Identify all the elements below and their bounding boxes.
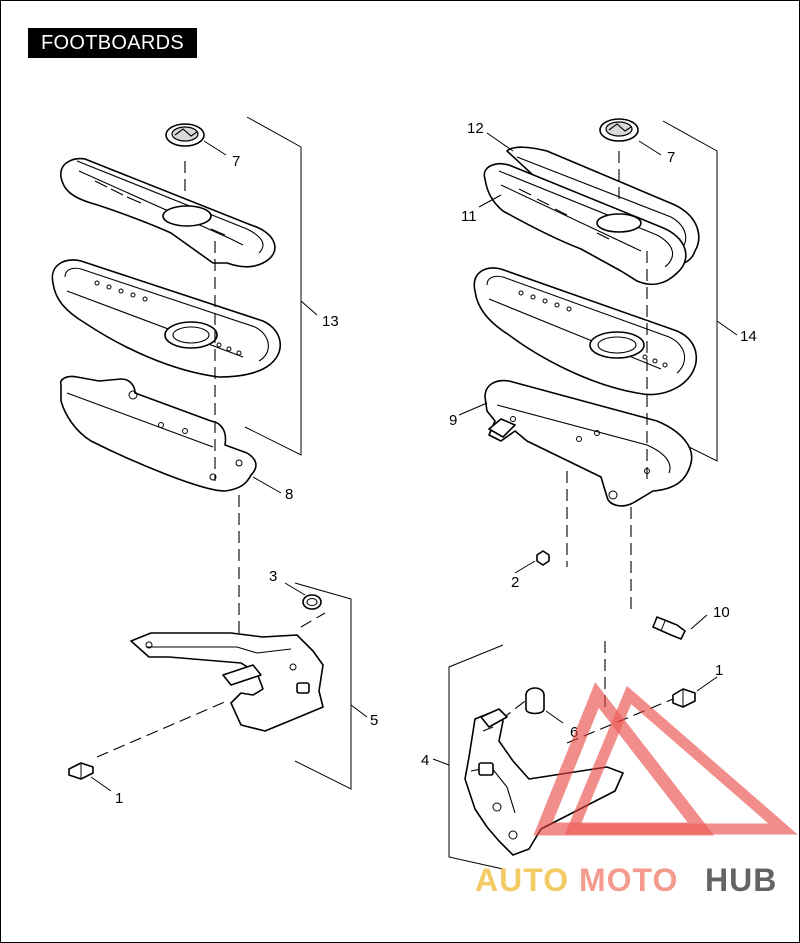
leader-1-right (696, 676, 718, 692)
right-footboard-lower-pad (473, 267, 698, 396)
right-bushing (525, 687, 545, 715)
callout-10: 10 (713, 604, 730, 621)
leader-4 (432, 758, 450, 766)
leader-1-left (90, 776, 112, 792)
right-footboard-assembly (432, 118, 738, 870)
left-footboard-assembly (51, 116, 368, 792)
leader-11 (478, 194, 502, 208)
leader-8 (252, 476, 282, 494)
group-14-bracket (660, 120, 718, 462)
right-footboard-base-plate (484, 379, 693, 507)
callout-14: 14 (740, 328, 757, 345)
callout-13: 13 (322, 313, 339, 330)
leader-7-right (638, 140, 662, 156)
callout-12: 12 (467, 120, 484, 137)
left-retaining-ring (302, 594, 322, 610)
right-emblem-part (599, 118, 639, 142)
leader-7-left (203, 140, 227, 156)
leader-12 (486, 132, 514, 152)
left-mounting-bolt (68, 762, 94, 780)
callout-6: 6 (570, 724, 578, 741)
left-clip-dashline (300, 612, 326, 628)
callout-9: 9 (449, 412, 457, 429)
callout-11: 11 (461, 208, 477, 225)
callout-2: 2 (511, 574, 519, 591)
right-footboard-top-pad (483, 163, 687, 286)
watermark-moto-text: MOTO (579, 862, 678, 898)
watermark: AUTO MOTO HUB (475, 682, 798, 898)
callout-1-left: 1 (115, 790, 123, 807)
callout-labels: 7 13 8 3 5 1 7 12 11 14 9 2 10 1 6 4 (115, 120, 757, 807)
leader-6 (545, 710, 564, 724)
watermark-auto-text: AUTO (475, 862, 569, 898)
group-5-bracket (294, 582, 352, 790)
leader-2 (514, 560, 536, 574)
leader-5 (350, 704, 368, 718)
callout-7-left: 7 (232, 153, 240, 170)
watermark-logo-icon (533, 682, 798, 836)
left-footboard-base-plate (59, 375, 257, 492)
left-footboard-lower-pad (51, 259, 281, 378)
left-support-bracket (130, 632, 324, 732)
right-long-bolt (652, 616, 686, 640)
left-footboard-top-pad (60, 157, 276, 268)
right-nut (536, 550, 550, 566)
leader-9 (458, 402, 488, 416)
watermark-hub-text: HUB (705, 862, 777, 898)
left-emblem-part (165, 123, 205, 147)
page-title: FOOTBOARDS (28, 28, 197, 58)
leader-13 (300, 300, 318, 316)
leader-10 (690, 614, 708, 630)
callout-8: 8 (285, 486, 293, 503)
leader-3 (284, 582, 306, 596)
group-13-bracket (244, 116, 302, 456)
callout-1-right: 1 (715, 662, 723, 679)
callout-5: 5 (370, 712, 378, 729)
group-4-bracket (448, 644, 504, 870)
right-mounting-bolt (672, 688, 696, 708)
left-bolt-dashline (96, 700, 228, 758)
callout-7-right: 7 (667, 149, 675, 166)
callout-4: 4 (421, 752, 429, 769)
leader-14 (716, 320, 738, 336)
callout-3: 3 (269, 568, 277, 585)
